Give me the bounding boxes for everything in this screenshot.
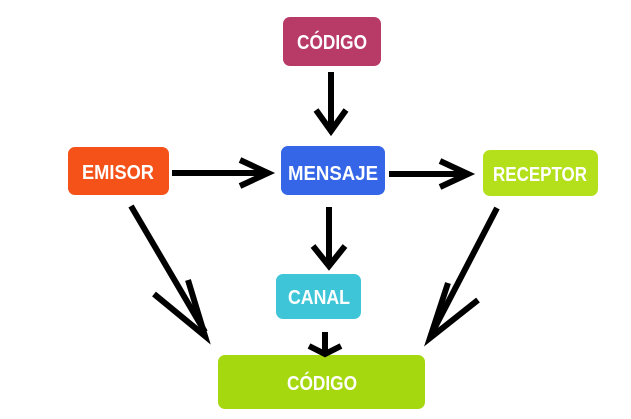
node-canal: CANAL xyxy=(276,274,361,319)
arrow-canal-to-codigo xyxy=(307,332,343,358)
node-label: CÓDIGO xyxy=(287,371,357,395)
arrow-mensaje-to-receptor xyxy=(389,158,476,190)
arrow-emisor-to-codigo xyxy=(128,204,211,345)
arrow-codigo-to-mensaje xyxy=(313,72,349,137)
node-box xyxy=(276,274,361,319)
node-label: EMISOR xyxy=(82,162,154,184)
node-box xyxy=(483,150,598,196)
node-receptor: RECEPTOR xyxy=(483,150,598,196)
arrow-mensaje-to-canal xyxy=(310,207,348,271)
arrow-receptor-to-codigo xyxy=(424,206,500,347)
node-emisor: EMISOR xyxy=(68,147,169,195)
node-label: CÓDIGO xyxy=(297,30,367,54)
node-box xyxy=(218,355,425,409)
node-codigo-bottom: CÓDIGO xyxy=(218,355,425,409)
node-codigo-top: CÓDIGO xyxy=(283,17,381,66)
node-label: MENSAJE xyxy=(288,163,378,185)
node-mensaje: MENSAJE xyxy=(281,146,385,195)
node-box xyxy=(281,146,385,195)
node-box xyxy=(283,17,381,66)
node-label: RECEPTOR xyxy=(493,164,587,186)
node-box xyxy=(68,147,169,195)
arrow-emisor-to-mensaje xyxy=(172,157,276,189)
node-label: CANAL xyxy=(288,287,350,309)
